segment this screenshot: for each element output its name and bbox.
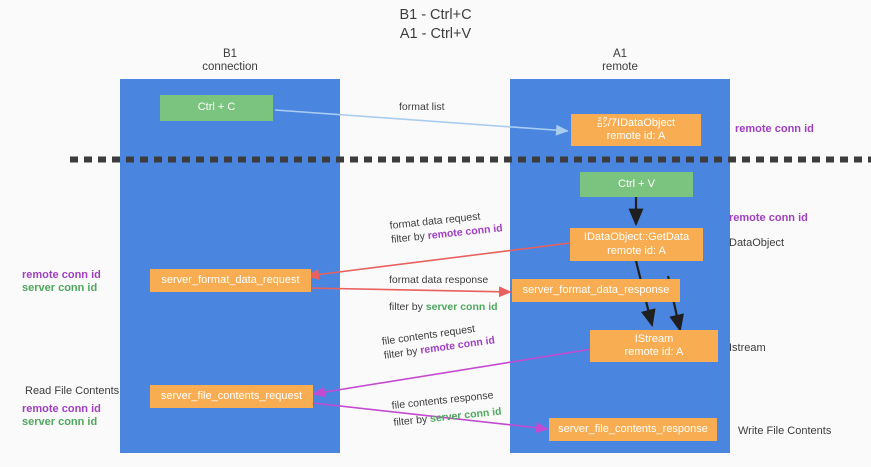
node-server-format-data-request-label: server_format_data_request <box>161 273 300 286</box>
annotation-left-remote-conn-id: remote conn id <box>22 269 101 281</box>
node-idataobject[interactable]: ㍈/7IDataObject remote id: A <box>571 114 701 146</box>
lane-header-a1-subtitle: remote <box>602 61 638 73</box>
edge-label-format-data-response-line2: filter by server conn id <box>389 301 498 313</box>
node-ctrl-c[interactable]: Ctrl + C <box>160 95 273 121</box>
lane-header-b1-subtitle: connection <box>202 61 258 73</box>
annotation-right-remote-conn-id-mid: remote conn id <box>729 212 808 224</box>
node-ctrl-v[interactable]: Ctrl + V <box>580 172 693 197</box>
edge-label-format-data-response: format data response filter by server co… <box>389 273 498 314</box>
diagram-title: B1 - Ctrl+C A1 - Ctrl+V <box>0 6 871 44</box>
node-server-file-contents-response[interactable]: server_file_contents_response <box>549 418 717 441</box>
annotation-right-dataobject: DataObject <box>729 237 785 249</box>
edge-label-format-data-response-line1: format data response <box>389 274 489 286</box>
diagram-title-line1: B1 - Ctrl+C <box>399 7 472 23</box>
node-ctrl-v-label: Ctrl + V <box>618 177 655 190</box>
node-server-format-data-response-label: server_format_data_response <box>522 283 670 296</box>
edge-label-format-data-request: format data request filter by remote con… <box>389 207 503 247</box>
node-istream-remote-id: remote id: A <box>624 346 684 358</box>
node-server-format-data-request[interactable]: server_format_data_request <box>150 269 311 292</box>
node-idataobject-label: ㍈/7IDataObject <box>596 116 676 129</box>
lane-header-a1-title: A1 <box>612 48 628 60</box>
diagram-title-line2: A1 - Ctrl+V <box>399 26 472 42</box>
annotation-left-server-conn-id: server conn id <box>22 282 98 294</box>
edge-label-format-list: format list <box>399 101 445 113</box>
lane-header-b1-title: B1 <box>222 48 238 60</box>
node-server-file-contents-response-label: server_file_contents_response <box>558 422 708 435</box>
annotation-left-bottom-remote-conn-id: remote conn id <box>22 403 101 415</box>
node-server-file-contents-request[interactable]: server_file_contents_request <box>150 385 313 408</box>
node-getdata-label: IDataObject::GetData <box>583 231 690 243</box>
annotation-right-write-file-contents: Write File Contents <box>738 425 832 437</box>
node-getdata-remote-id: remote id: A <box>607 244 666 257</box>
node-istream[interactable]: IStream remote id: A <box>590 330 718 362</box>
node-server-format-data-response[interactable]: server_format_data_response <box>512 279 680 302</box>
node-idataobject-getdata[interactable]: IDataObject::GetData remote id: A <box>570 228 703 261</box>
lane-header-a1: A1 remote <box>510 48 730 74</box>
node-server-file-contents-request-label: server_file_contents_request <box>160 389 303 402</box>
phase-separator <box>70 156 871 163</box>
annotation-left-read-file-contents: Read File Contents <box>25 385 120 397</box>
node-istream-label: IStream <box>634 332 674 345</box>
annotation-left-bottom-server-conn-id: server conn id <box>22 416 98 428</box>
annotation-right-istream: Istream <box>729 342 766 354</box>
node-ctrl-c-label: Ctrl + C <box>197 101 236 114</box>
node-idataobject-remote-id: remote id: A <box>606 130 666 142</box>
annotation-right-remote-conn-id-top: remote conn id <box>735 123 814 135</box>
edge-label-file-contents-response: file contents response filter by server … <box>391 388 502 430</box>
lane-header-b1: B1 connection <box>120 48 340 74</box>
edge-label-file-contents-request: file contents request filter by remote c… <box>381 319 496 362</box>
